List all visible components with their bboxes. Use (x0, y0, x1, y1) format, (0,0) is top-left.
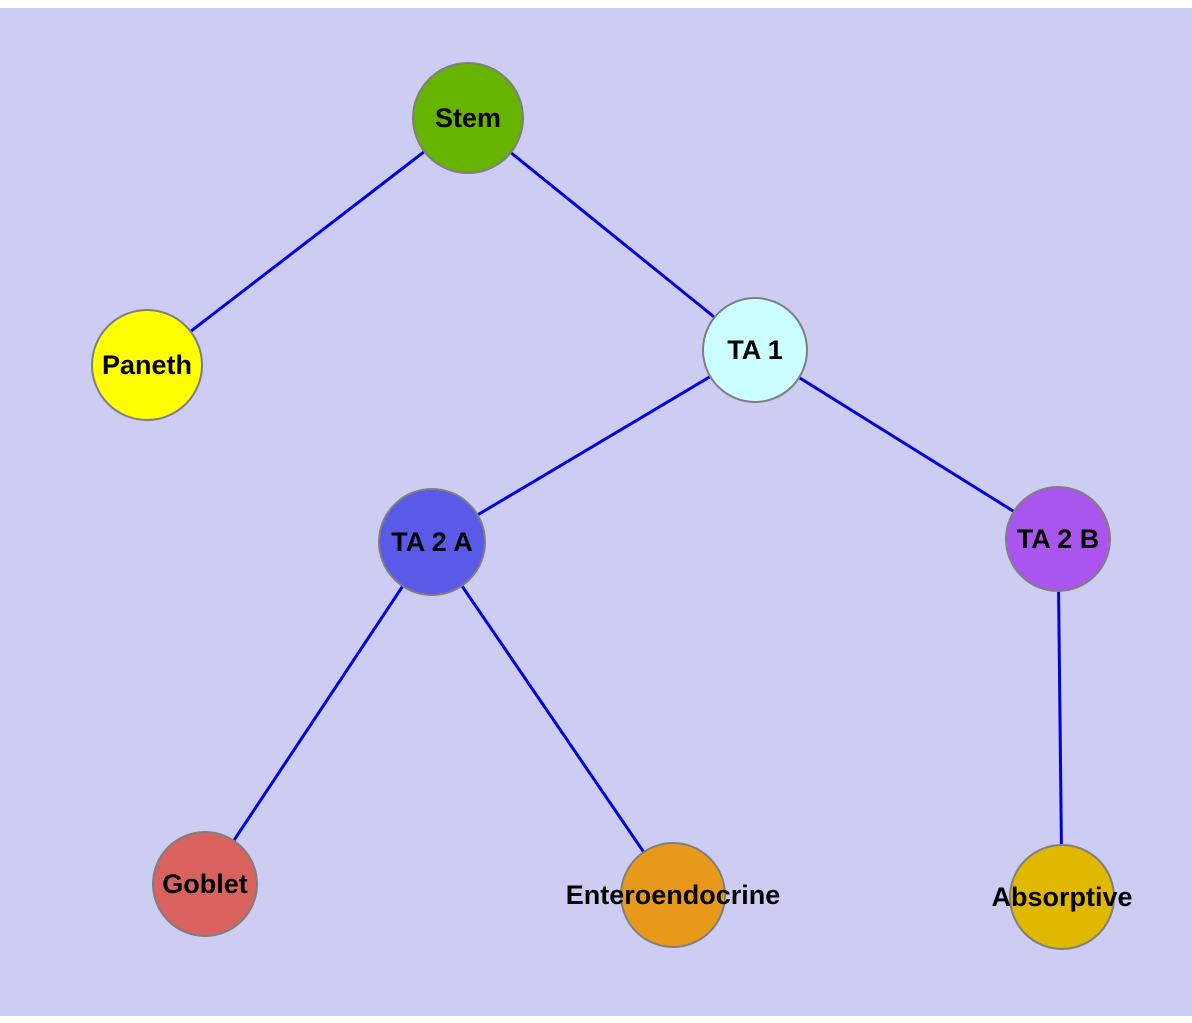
edge-ta1-ta2a (431, 348, 756, 544)
node-circle-absorptive[interactable] (1009, 844, 1115, 950)
node-ta1[interactable]: TA 1 (702, 297, 808, 403)
node-circle-stem[interactable] (412, 62, 524, 174)
node-ta2a[interactable]: TA 2 A (378, 488, 486, 596)
node-circle-ta2b[interactable] (1005, 486, 1111, 592)
node-circle-paneth[interactable] (91, 309, 203, 421)
node-circle-goblet[interactable] (152, 831, 258, 937)
node-ta2b[interactable]: TA 2 B (1005, 486, 1111, 592)
edge-ta1-ta2b (754, 348, 1059, 541)
node-circle-ta2a[interactable] (378, 488, 486, 596)
node-paneth[interactable]: Paneth (91, 309, 203, 421)
node-circle-enteroendocrine[interactable] (620, 842, 726, 948)
node-goblet[interactable]: Goblet (152, 831, 258, 937)
edge-stem-ta1 (467, 116, 756, 352)
edge-ta2b-absorptive (1056, 538, 1064, 898)
edge-ta2a-enteroendocrine (430, 541, 675, 896)
edge-stem-paneth (146, 116, 469, 367)
edge-ta2a-goblet (203, 541, 434, 885)
node-stem[interactable]: Stem (412, 62, 524, 174)
node-circle-ta1[interactable] (702, 297, 808, 403)
